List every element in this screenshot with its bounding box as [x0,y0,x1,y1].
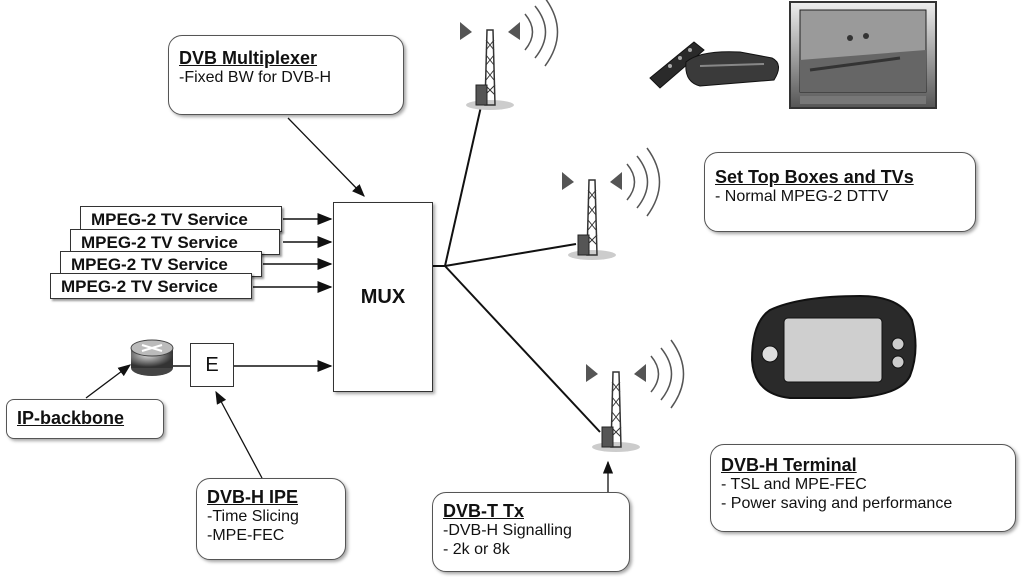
terminal-title: DVB-H Terminal [721,455,857,475]
feed-tower-bottom [444,265,601,433]
mpeg2-service-box: MPEG-2 TV Service [80,206,282,232]
handheld-terminal-icon [750,294,917,399]
transmitter-tower-icon [586,339,685,452]
multiplexer-callout: DVB Multiplexer -Fixed BW for DVB-H [168,35,404,115]
television-icon [789,1,937,109]
ip-backbone-arrow [85,364,132,399]
mux-box: MUX [333,202,433,392]
mpeg2-service-box: MPEG-2 TV Service [50,273,252,299]
tx-title: DVB-T Tx [443,501,524,521]
set-top-callout: Set Top Boxes and TVs - Normal MPEG-2 DT… [704,152,976,232]
remote-control-icon [649,41,705,89]
ipe-title: DVB-H IPE [207,487,299,507]
multiplexer-line: -Fixed BW for DVB-H [179,69,332,86]
ipe-line: -Time Slicing [207,508,299,525]
set-top-box-icon [685,51,779,87]
mux-label: MUX [360,285,406,308]
set-top-line: - Normal MPEG-2 DTTV [715,188,889,205]
multiplexer-title: DVB Multiplexer [179,48,318,68]
transmitter-tower-icon [460,0,559,110]
mpeg2-service-box: MPEG-2 TV Service [70,229,280,255]
tx-line: - 2k or 8k [443,541,510,558]
tx-callout: DVB-T Tx -DVB-H Signalling - 2k or 8k [432,492,630,572]
ipe-pointer-arrow [215,390,263,479]
ip-backbone-label: IP-backbone [6,399,164,439]
transmitter-tower-icon [562,147,661,260]
encapsulator-box: E [190,343,234,387]
feed-tower-top [444,101,483,267]
encapsulator-label: E [205,353,219,376]
multiplexer-pointer-arrow [287,117,365,197]
terminal-line: - TSL and MPE-FEC [721,476,867,493]
set-top-title: Set Top Boxes and TVs [715,167,914,187]
tx-line: -DVB-H Signalling [443,522,572,539]
ipe-line: -MPE-FEC [207,527,285,544]
terminal-callout: DVB-H Terminal - TSL and MPE-FEC - Power… [710,444,1016,532]
feed-tower-middle [444,243,577,267]
terminal-line: - Power saving and performance [721,495,953,512]
router-icon [130,339,174,376]
ipe-callout: DVB-H IPE -Time Slicing -MPE-FEC [196,478,346,560]
